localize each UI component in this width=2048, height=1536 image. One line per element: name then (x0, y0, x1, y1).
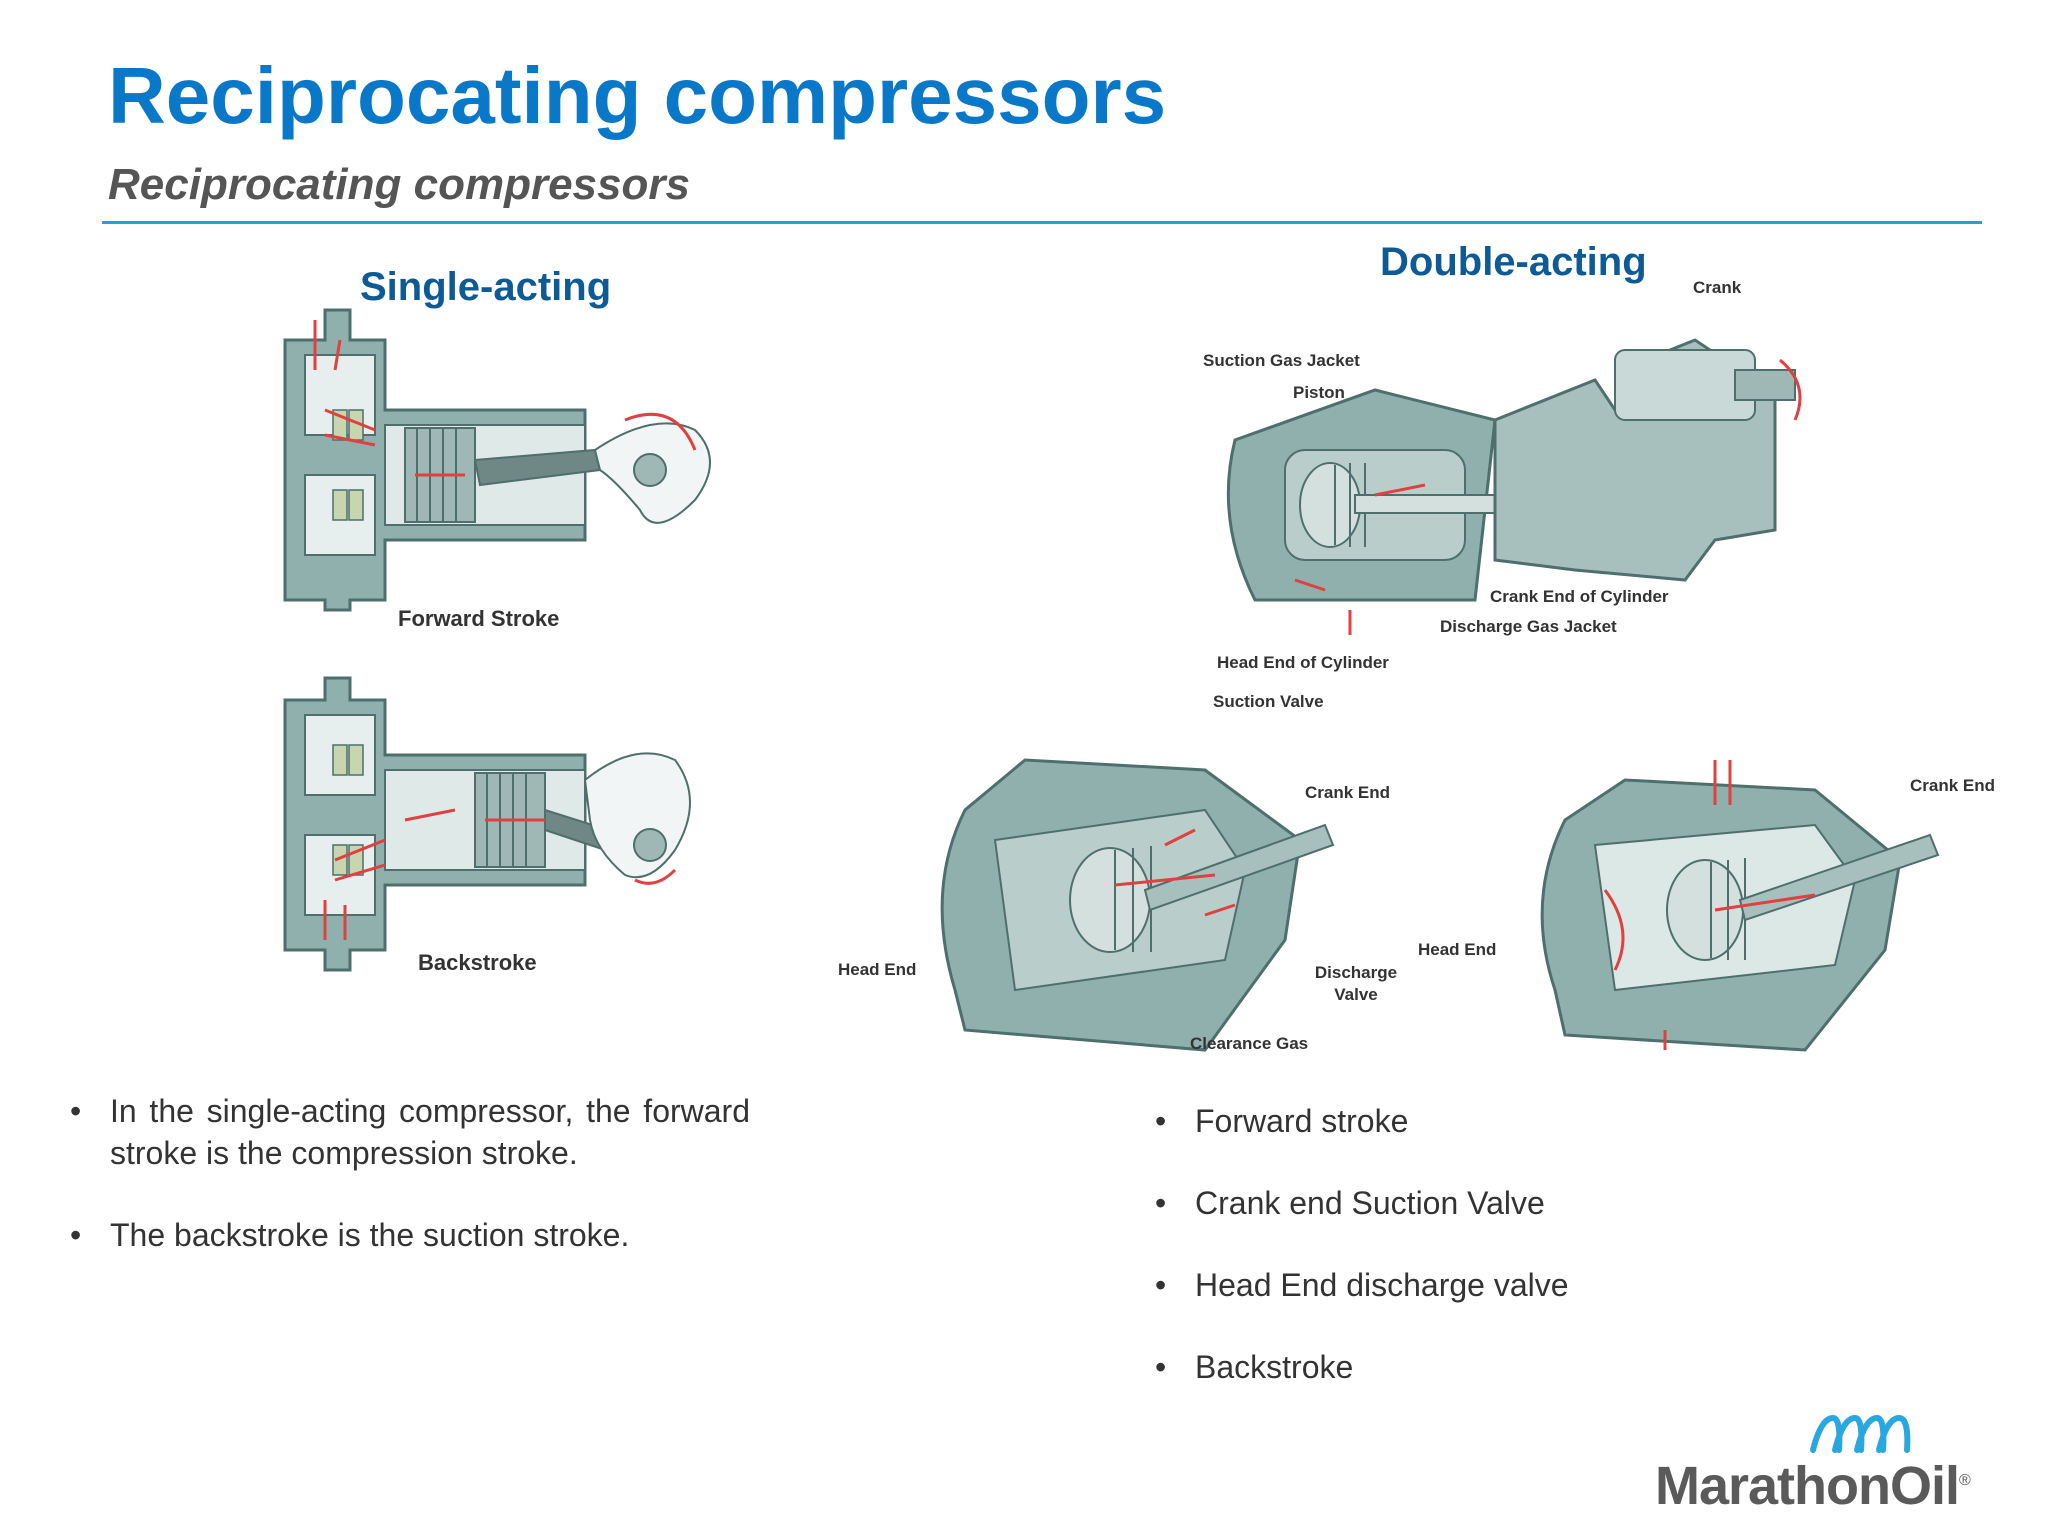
label-head-end-1: Head End (838, 960, 917, 979)
double-acting-bullets: Forward stroke Crank end Suction Valve H… (1155, 1100, 1855, 1428)
label-head-end-2: Head End (1418, 940, 1497, 959)
label-suction-valve: Suction Valve (1213, 692, 1324, 711)
list-item: In the single-acting compressor, the for… (70, 1090, 750, 1174)
label-clearance-gas: Clearance Gas (1190, 1034, 1309, 1053)
list-item: Forward stroke (1155, 1100, 1855, 1142)
logo-text: MarathonOil (1655, 1456, 1960, 1516)
list-item: Head End discharge valve (1155, 1264, 1855, 1306)
label-piston: Piston (1293, 383, 1345, 402)
label-crank-end-2: Crank End (1910, 776, 1996, 795)
single-acting-heading: Single-acting (360, 265, 612, 309)
double-acting-heading: Double-acting (1380, 240, 1647, 284)
page-title: Reciprocating compressors (108, 51, 1167, 140)
single-acting-bullets: In the single-acting compressor, the for… (70, 1090, 750, 1296)
forward-stroke-diagram (283, 308, 711, 612)
label-head-end-of-cylinder: Head End of Cylinder (1217, 653, 1389, 672)
double-acting-cutaway-right-diagram (1540, 760, 1940, 1052)
double-acting-assembly-diagram (1226, 338, 1802, 635)
label-crank: Crank (1693, 278, 1742, 297)
registered-mark: ® (1959, 1472, 1971, 1489)
backstroke-diagram (283, 676, 691, 972)
label-suction-gas-jacket: Suction Gas Jacket (1203, 351, 1360, 370)
forward-stroke-caption: Forward Stroke (398, 606, 560, 631)
label-crank-end-1: Crank End (1305, 783, 1391, 802)
backstroke-caption: Backstroke (418, 950, 537, 975)
page-subtitle: Reciprocating compressors (108, 160, 690, 209)
list-item: Backstroke (1155, 1346, 1855, 1388)
marathon-logo: MarathonOil® (1655, 1455, 1971, 1517)
list-item: The backstroke is the suction stroke. (70, 1214, 750, 1256)
header-divider (102, 221, 1982, 224)
list-item: Crank end Suction Valve (1155, 1182, 1855, 1224)
label-discharge-valve: Discharge Valve (1314, 963, 1398, 1004)
double-acting-cutaway-left-diagram (940, 758, 1335, 1052)
label-discharge-gas-jacket: Discharge Gas Jacket (1440, 617, 1617, 636)
label-crank-end-of-cylinder: Crank End of Cylinder (1490, 587, 1669, 606)
marathon-logo-mark-icon (1810, 1414, 1911, 1453)
